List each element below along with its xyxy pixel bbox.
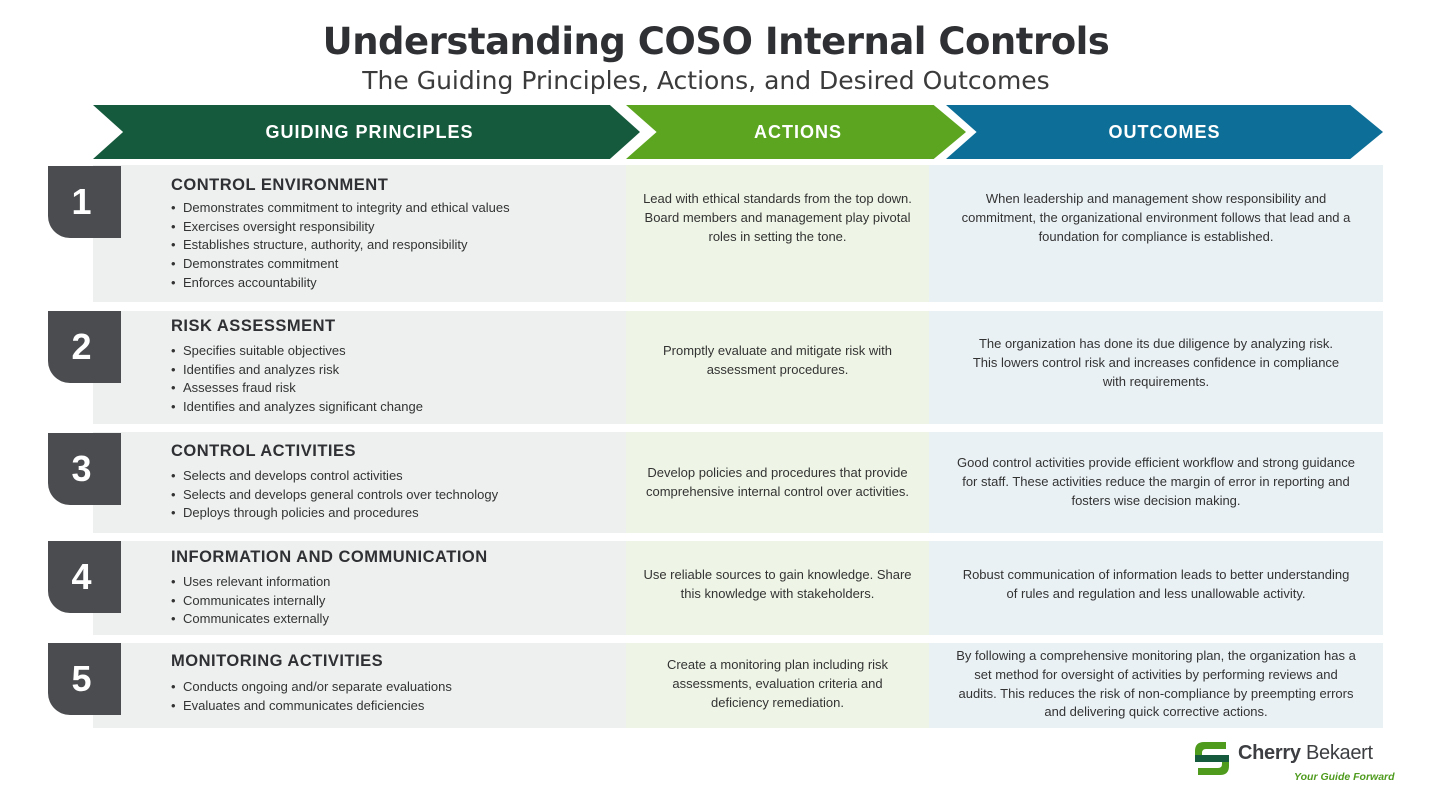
outcome-text: The organization has done its due dilige… <box>972 336 1340 389</box>
principle-bullet: Uses relevant information <box>171 573 330 592</box>
step-number-badge: 1 <box>48 166 121 238</box>
principle-cell: CONTROL ACTIVITIES Selects and develops … <box>93 432 626 533</box>
principle-row: CONTROL ACTIVITIES Selects and develops … <box>48 432 1383 533</box>
actions-header-label: ACTIONS <box>754 121 842 142</box>
step-number-badge: 2 <box>48 311 121 383</box>
guiding-principles-header-label: GUIDING PRINCIPLES <box>265 121 474 142</box>
action-text: Use reliable sources to gain knowledge. … <box>643 567 912 601</box>
step-number: 4 <box>71 556 92 597</box>
step-number-badge: 3 <box>48 433 121 505</box>
principle-bullet-list: Conducts ongoing and/or separate evaluat… <box>171 678 452 715</box>
principle-cell: MONITORING ACTIVITIES Conducts ongoing a… <box>93 643 626 728</box>
principle-heading: INFORMATION AND COMMUNICATION <box>171 548 488 566</box>
principle-row: INFORMATION AND COMMUNICATION Uses relev… <box>48 541 1383 635</box>
principle-bullet: Deploys through policies and procedures <box>171 504 498 523</box>
step-number-badge: 4 <box>48 541 121 613</box>
principle-bullet: Communicates externally <box>171 610 330 629</box>
principle-bullet: Selects and develops general controls ov… <box>171 486 498 505</box>
principle-heading: RISK ASSESSMENT <box>171 317 336 335</box>
principle-row: RISK ASSESSMENT Specifies suitable objec… <box>48 311 1383 424</box>
principle-bullet: Communicates internally <box>171 592 330 611</box>
logo-name-bold: Cherry <box>1238 742 1301 764</box>
action-cell: Lead with ethical standards from the top… <box>626 165 929 302</box>
cherry-bekaert-logo: Cherry Bekaert Your Guide Forward <box>1192 738 1395 788</box>
outcome-cell: When leadership and management show resp… <box>929 165 1383 302</box>
principle-bullet-list: Specifies suitable objectives Identifies… <box>171 342 423 417</box>
action-cell: Develop policies and procedures that pro… <box>626 432 929 533</box>
action-text: Develop policies and procedures that pro… <box>645 464 909 499</box>
action-cell: Create a monitoring plan including risk … <box>626 643 929 728</box>
outcomes-header-label: OUTCOMES <box>1108 121 1221 142</box>
principle-heading: CONTROL ENVIRONMENT <box>171 176 389 194</box>
principle-bullet: Identifies and analyzes risk <box>171 361 423 380</box>
step-number: 3 <box>71 448 92 489</box>
principle-bullet-list: Selects and develops control activities … <box>171 467 498 523</box>
logo-wordmark: Cherry Bekaert <box>1238 742 1373 765</box>
outcome-text: Good control activities provide efficien… <box>957 455 1355 508</box>
principle-bullet-list: Uses relevant information Communicates i… <box>171 573 330 629</box>
principle-heading: CONTROL ACTIVITIES <box>171 442 357 460</box>
step-number-badge: 5 <box>48 643 121 715</box>
outcome-cell: Good control activities provide efficien… <box>929 432 1383 533</box>
principle-bullet: Selects and develops control activities <box>171 467 498 486</box>
principle-bullet: Demonstrates commitment <box>171 255 510 274</box>
outcome-text: Robust communication of information lead… <box>962 567 1350 601</box>
step-number: 2 <box>71 326 92 367</box>
outcomes-header: OUTCOMES <box>946 105 1383 159</box>
action-text: Lead with ethical standards from the top… <box>643 191 912 244</box>
outcome-cell: The organization has done its due dilige… <box>929 311 1383 424</box>
actions-header: ACTIONS <box>626 105 966 159</box>
cherry-bekaert-logo-mark-icon <box>1195 742 1229 775</box>
principle-bullet-list: Demonstrates commitment to integrity and… <box>171 199 510 293</box>
action-text: Promptly evaluate and mitigate risk with… <box>662 343 893 377</box>
principle-cell: RISK ASSESSMENT Specifies suitable objec… <box>93 311 626 424</box>
principle-bullet: Exercises oversight responsibility <box>171 218 510 237</box>
principle-bullet: Evaluates and communicates deficiencies <box>171 697 452 716</box>
principle-cell: CONTROL ENVIRONMENT Demonstrates commitm… <box>93 165 626 302</box>
page-title: Understanding COSO Internal Controls <box>322 20 1110 63</box>
logo-name-light: Bekaert <box>1305 742 1373 764</box>
principle-row: CONTROL ENVIRONMENT Demonstrates commitm… <box>48 165 1383 302</box>
principle-row: MONITORING ACTIVITIES Conducts ongoing a… <box>48 643 1383 728</box>
principle-bullet: Establishes structure, authority, and re… <box>171 236 510 255</box>
guiding-principles-header: GUIDING PRINCIPLES <box>93 105 640 159</box>
principle-bullet: Specifies suitable objectives <box>171 342 423 361</box>
action-cell: Use reliable sources to gain knowledge. … <box>626 541 929 635</box>
principle-bullet: Enforces accountability <box>171 274 510 293</box>
outcome-text: When leadership and management show resp… <box>961 191 1351 244</box>
principle-bullet: Demonstrates commitment to integrity and… <box>171 199 510 218</box>
outcome-text: By following a comprehensive monitoring … <box>956 647 1356 720</box>
logo-tagline: Your Guide Forward <box>1294 771 1395 783</box>
step-number: 5 <box>71 658 92 699</box>
action-cell: Promptly evaluate and mitigate risk with… <box>626 311 929 424</box>
action-text: Create a monitoring plan including risk … <box>666 657 889 710</box>
principle-heading: MONITORING ACTIVITIES <box>171 652 384 670</box>
step-number: 1 <box>71 181 92 222</box>
principle-bullet: Identifies and analyzes significant chan… <box>171 398 423 417</box>
page-subtitle: The Guiding Principles, Actions, and Des… <box>362 66 1050 95</box>
outcome-cell: Robust communication of information lead… <box>929 541 1383 635</box>
principle-cell: INFORMATION AND COMMUNICATION Uses relev… <box>93 541 626 635</box>
outcome-cell: By following a comprehensive monitoring … <box>929 643 1383 728</box>
principle-bullet: Conducts ongoing and/or separate evaluat… <box>171 678 452 697</box>
principle-bullet: Assesses fraud risk <box>171 379 423 398</box>
